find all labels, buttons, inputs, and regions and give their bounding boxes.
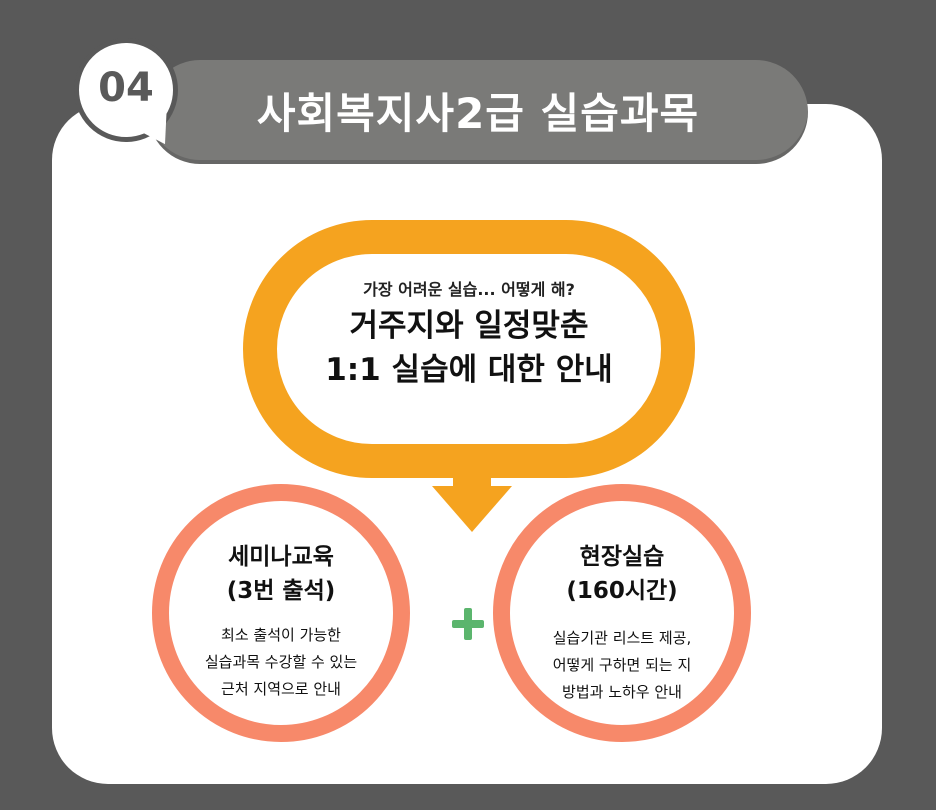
field-practice-desc-line1: 실습기관 리스트 제공,: [552, 629, 692, 647]
field-practice-title: 현장실습 (160시간): [493, 540, 751, 608]
page-title: 사회복지사2급 실습과목: [256, 88, 700, 138]
number-badge: [74, 38, 178, 142]
seminar-title-line2: (3번 출석): [226, 578, 336, 604]
header-bar: [148, 60, 808, 164]
plus-icon: [448, 604, 488, 644]
arrow-head-icon: [432, 486, 512, 532]
seminar-description: 최소 출석이 가능한 실습과목 수강할 수 있는 근처 지역으로 안내: [152, 622, 410, 703]
bubble-headline: 거주지와 일정맞춘 1:1 실습에 대한 안내: [243, 304, 695, 392]
seminar-desc-line1: 최소 출석이 가능한: [221, 626, 341, 644]
seminar-title-line1: 세미나교육: [228, 544, 334, 570]
seminar-desc-line3: 근처 지역으로 안내: [221, 680, 341, 698]
bubble-headline-line2: 1:1 실습에 대한 안내: [325, 352, 613, 388]
field-practice-description: 실습기관 리스트 제공, 어떻게 구하면 되는 지 방법과 노하우 안내: [493, 625, 751, 706]
seminar-title: 세미나교육 (3번 출석): [152, 540, 410, 608]
field-practice-desc-line2: 어떻게 구하면 되는 지: [552, 656, 692, 674]
bubble-subtitle: 가장 어려운 실습... 어떻게 해?: [363, 280, 575, 299]
field-practice-title-line2: (160시간): [566, 578, 678, 604]
section-number: 04: [98, 65, 154, 111]
field-practice-desc-line3: 방법과 노하우 안내: [562, 683, 682, 701]
bubble-headline-line1: 거주지와 일정맞춘: [349, 308, 589, 344]
field-practice-title-line1: 현장실습: [579, 544, 665, 570]
seminar-circle: [152, 484, 410, 742]
seminar-desc-line2: 실습과목 수강할 수 있는: [204, 653, 358, 671]
speech-bubble: [243, 220, 695, 478]
